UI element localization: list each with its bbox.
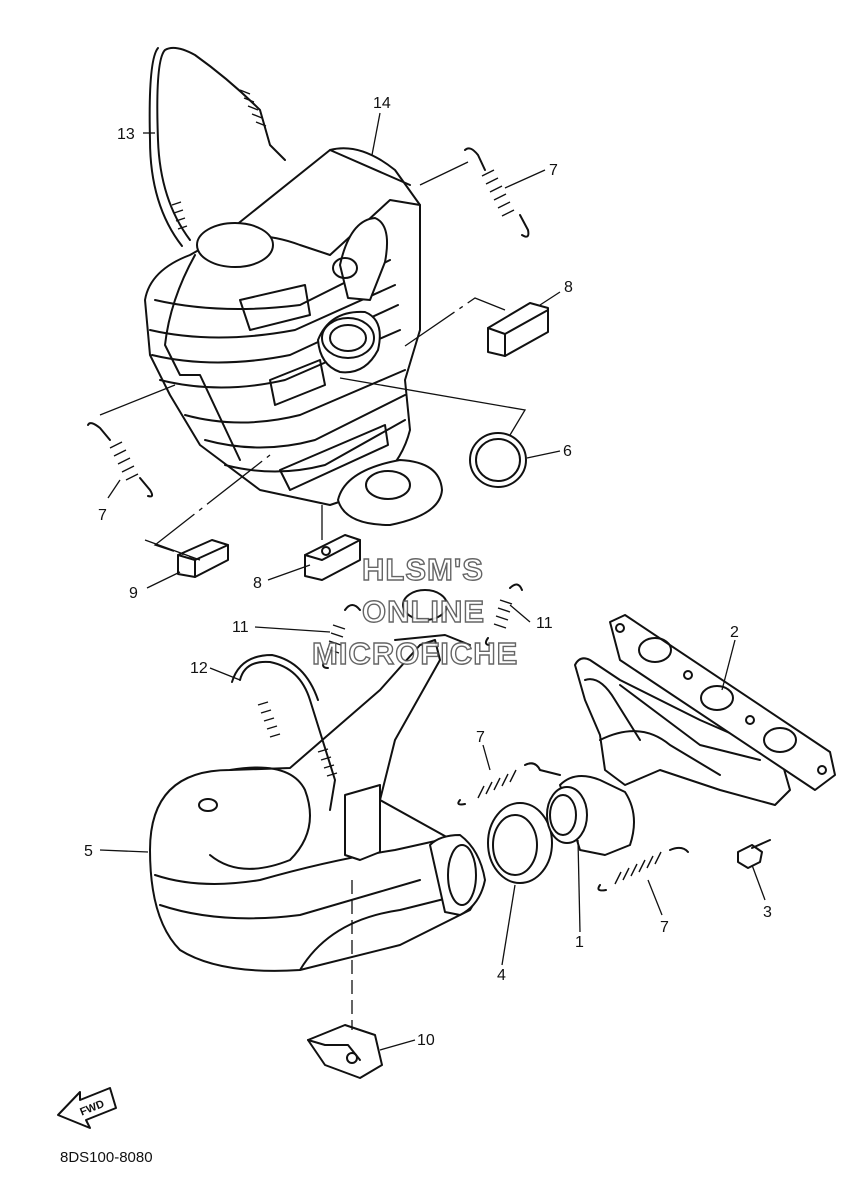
callout-7-lower: 7 — [660, 919, 669, 936]
retaining-wire-12 — [231, 654, 338, 811]
damper-10 — [307, 1024, 383, 1079]
callout-7-upper: 7 — [549, 162, 558, 179]
callout-leaders — [99, 112, 766, 1051]
callout-13: 13 — [117, 126, 135, 143]
callout-labels: 13 14 7 8 6 7 9 8 11 11 12 2 7 5 1 3 7 4… — [84, 95, 772, 1049]
assembly-lines-upper — [99, 161, 527, 561]
joint-fitting — [394, 589, 471, 646]
callout-4: 4 — [497, 967, 506, 984]
watermark-line-3: MICROFICHE — [312, 636, 518, 671]
callout-7-left: 7 — [98, 507, 107, 524]
expansion-chamber-5 — [149, 639, 486, 972]
callout-6: 6 — [563, 443, 572, 460]
gasket-6 — [469, 432, 527, 488]
watermark-line-1: HLSM'S — [362, 552, 484, 587]
damper-8-lower — [304, 534, 361, 581]
diagram-code: 8DS100-8080 — [60, 1149, 153, 1166]
spring-7-lower — [597, 846, 689, 892]
bolt-3 — [737, 839, 771, 869]
callout-1: 1 — [575, 934, 584, 951]
spring-7-left — [87, 422, 154, 498]
callout-8-lower: 8 — [253, 575, 262, 592]
spring-11-right — [484, 583, 523, 646]
callout-14: 14 — [373, 95, 391, 112]
callout-5: 5 — [84, 843, 93, 860]
damper-8-upper — [487, 302, 549, 357]
exhaust-manifold — [574, 657, 791, 806]
watermark: HLSM'S ONLINE MICROFICHE — [311, 551, 518, 671]
callout-3: 3 — [763, 904, 772, 921]
callout-2: 2 — [730, 624, 739, 641]
spring-7-middle — [457, 762, 561, 806]
callout-11-left: 11 — [232, 619, 249, 636]
spring-7-upper — [464, 147, 530, 238]
callout-7-middle: 7 — [476, 729, 485, 746]
callout-11-right: 11 — [536, 615, 553, 632]
retaining-wire-13 — [148, 46, 286, 461]
watermark-line-2: ONLINE — [362, 594, 485, 629]
gasket-4 — [487, 802, 553, 884]
callout-8-upper: 8 — [564, 279, 573, 296]
silencer-muffler — [144, 147, 443, 526]
spring-11-left — [322, 604, 361, 669]
damper-9 — [177, 539, 229, 578]
manifold-joint-1 — [546, 775, 635, 856]
manifold-gasket-2 — [609, 614, 836, 791]
callout-10: 10 — [417, 1032, 435, 1049]
fwd-arrow: FWD — [57, 1087, 117, 1129]
callout-9: 9 — [129, 585, 138, 602]
callout-12: 12 — [190, 660, 208, 677]
